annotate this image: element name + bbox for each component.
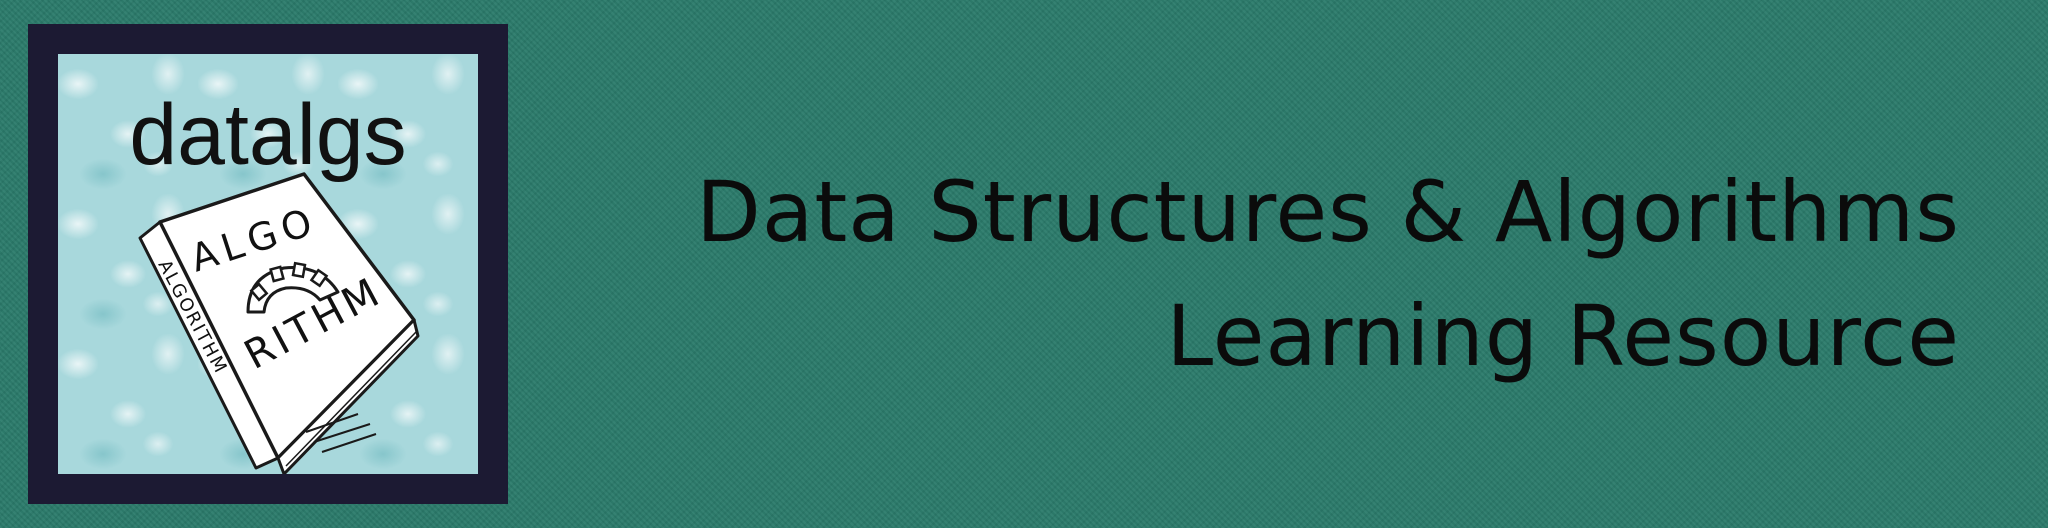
page-subtitle: Learning Resource [1166,287,1960,385]
banner-titles: Data Structures & Algorithms Learning Re… [696,150,1960,398]
gear-icon [246,261,340,314]
site-logo[interactable]: datalgs [28,24,508,504]
page-title: Data Structures & Algorithms [696,163,1960,261]
logo-background: datalgs [58,54,478,474]
algorithm-book-icon: ALGO RITHM ALGORITHM [138,172,420,474]
logo-wordmark: datalgs [129,87,407,183]
